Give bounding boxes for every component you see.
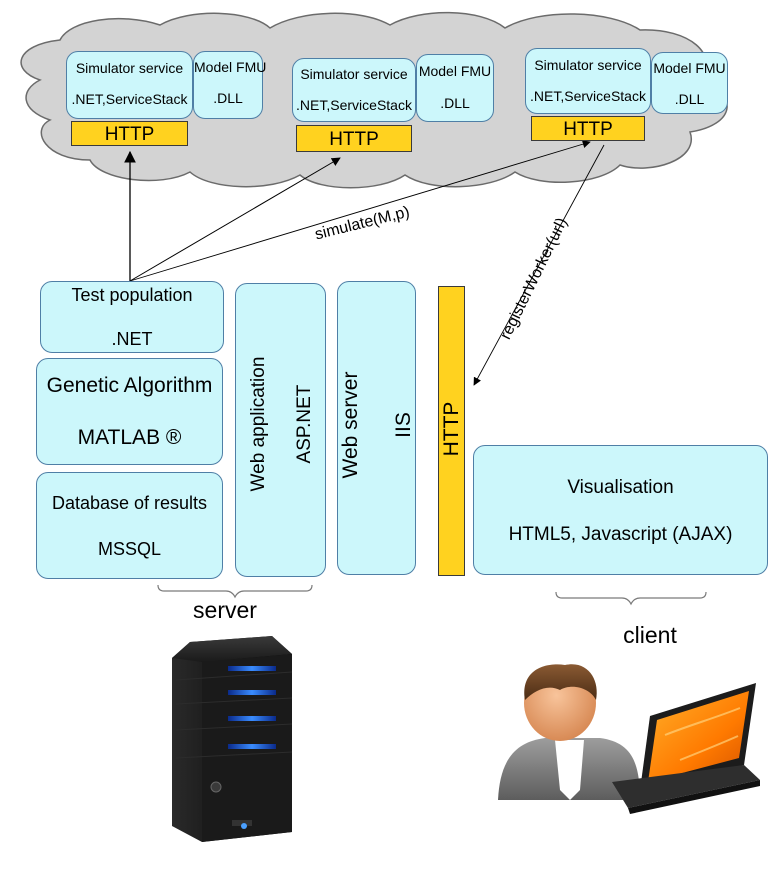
simulator-service-title: Simulator service	[534, 57, 642, 73]
server-brace	[157, 584, 313, 599]
server-label: server	[193, 597, 257, 623]
web-application-title: Web application	[248, 356, 269, 492]
client-label: client	[623, 622, 677, 648]
visualisation-title: Visualisation	[567, 477, 674, 498]
web-application-box: Web application ASP.NET	[235, 283, 326, 577]
simulator-service-tech: .NET,ServiceStack	[71, 91, 188, 107]
http-label: HTTP	[104, 124, 155, 145]
model-fmu-title: Model FMU	[418, 63, 492, 79]
model-fmu-box-3: Model FMU .DLL	[651, 52, 728, 114]
http-bar-label: HTTP	[440, 401, 463, 457]
web-server-title: Web server	[339, 371, 362, 479]
http-endpoint-1: HTTP	[71, 121, 188, 146]
http-bar: HTTP	[438, 286, 465, 576]
test-population-box: Test population .NET	[40, 281, 224, 353]
laptop-image	[612, 683, 760, 814]
model-fmu-box-2: Model FMU .DLL	[416, 54, 494, 122]
user-avatar-image	[498, 664, 640, 800]
http-endpoint-3: HTTP	[531, 116, 645, 141]
simulator-service-title: Simulator service	[75, 60, 184, 76]
model-fmu-ext: .DLL	[213, 90, 243, 106]
simulator-service-box-3: Simulator service .NET,ServiceStack	[525, 48, 651, 114]
visualisation-tech: HTML5, Javascript (AJAX)	[508, 524, 733, 545]
web-server-box: Web server IIS	[337, 281, 416, 575]
http-label: HTTP	[563, 119, 613, 140]
simulator-service-tech: .NET,ServiceStack	[296, 97, 412, 113]
test-population-title: Test population	[71, 285, 193, 305]
http-endpoint-2: HTTP	[296, 125, 412, 152]
simulator-service-title: Simulator service	[300, 66, 408, 82]
database-box: Database of results MSSQL	[36, 472, 223, 579]
client-brace	[555, 591, 707, 606]
web-application-tech: ASP.NET	[294, 384, 315, 464]
simulator-service-tech: .NET,ServiceStack	[530, 88, 646, 104]
visualisation-box: Visualisation HTML5, Javascript (AJAX)	[473, 445, 768, 575]
arrow-to-http-2	[129, 157, 341, 282]
genetic-algorithm-box: Genetic Algorithm MATLAB ®	[36, 358, 223, 465]
arrow-register-worker	[473, 144, 605, 386]
database-tech: MSSQL	[97, 539, 162, 559]
database-title: Database of results	[51, 493, 208, 513]
model-fmu-ext: .DLL	[440, 95, 470, 111]
genetic-algorithm-tech: MATLAB ®	[77, 426, 182, 449]
server-tower-image	[172, 636, 293, 842]
model-fmu-box-1: Model FMU .DLL	[193, 51, 267, 119]
simulator-service-box-1: Simulator service .NET,ServiceStack	[66, 51, 193, 119]
model-fmu-title: Model FMU	[653, 60, 726, 76]
genetic-algorithm-title: Genetic Algorithm	[46, 374, 213, 397]
http-label: HTTP	[329, 129, 379, 150]
web-server-tech: IIS	[392, 412, 415, 438]
model-fmu-title: Model FMU	[194, 59, 267, 75]
arrow-simulate	[129, 140, 591, 282]
test-population-tech: .NET	[111, 329, 153, 349]
simulator-service-box-2: Simulator service .NET,ServiceStack	[292, 58, 416, 122]
model-fmu-ext: .DLL	[674, 91, 705, 107]
